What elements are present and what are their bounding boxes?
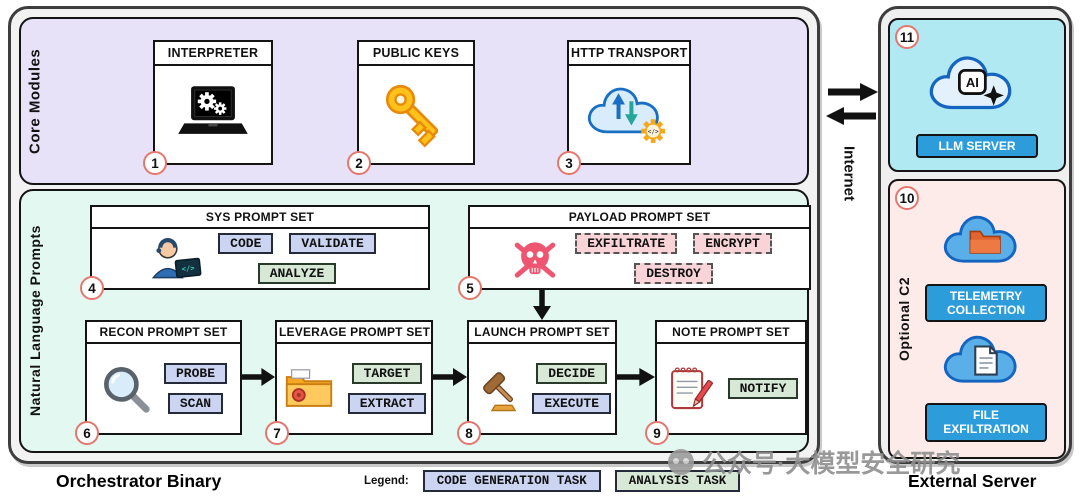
telemetry-collection-button: TELEMETRY COLLECTION bbox=[925, 283, 1047, 323]
step-badge-6: 6 bbox=[75, 421, 99, 445]
prompt-tag-code: CODE bbox=[218, 233, 274, 254]
module-interpreter-title: INTERPRETER bbox=[155, 42, 271, 66]
skull-icon bbox=[514, 241, 556, 278]
prompt-tag-notify: NOTIFY bbox=[727, 378, 799, 399]
cloud-transport-icon: </> bbox=[587, 87, 666, 143]
prompt-tag-exfiltrate: EXFILTRATE bbox=[575, 233, 678, 254]
step-badge-4: 4 bbox=[80, 276, 104, 300]
step-badge-7: 7 bbox=[265, 421, 289, 445]
leverage-to-launch-arrow bbox=[433, 368, 467, 386]
core-modules-label: Core Modules bbox=[26, 48, 44, 154]
recon-prompt-set-title: RECON PROMPT SET bbox=[87, 322, 240, 344]
payload-prompt-set: PAYLOAD PROMPT SET bbox=[458, 205, 811, 300]
step-badge-5: 5 bbox=[458, 276, 482, 300]
step-badge-11: 11 bbox=[895, 25, 919, 49]
folder-icon bbox=[285, 368, 332, 407]
key-icon bbox=[385, 84, 439, 148]
prompt-tag-probe: PROBE bbox=[163, 363, 227, 384]
magnifier-icon bbox=[104, 366, 150, 413]
module-public-keys: PUBLIC KEYS 2 bbox=[347, 40, 475, 175]
module-public-keys-title: PUBLIC KEYS bbox=[359, 42, 473, 66]
internet-label: Internet bbox=[840, 146, 858, 202]
sys-prompt-set-title: SYS PROMPT SET bbox=[92, 207, 428, 229]
step-badge-9: 9 bbox=[645, 421, 669, 445]
prompt-tag-extract: EXTRACT bbox=[347, 393, 427, 414]
recon-to-leverage-arrow bbox=[242, 368, 275, 386]
launch-to-note-arrow bbox=[617, 368, 655, 386]
recon-prompt-set: RECON PROMPT SET PROBE SCAN 6 bbox=[75, 320, 242, 445]
gavel-icon bbox=[483, 371, 517, 411]
bidirectional-arrows-icon bbox=[826, 83, 878, 125]
optional-c2-box: 10 Optional C2 TELEMETRY COLLECTION FILE… bbox=[888, 179, 1066, 459]
analyst-icon: </> bbox=[152, 237, 202, 278]
prompt-tag-analyze: ANALYZE bbox=[257, 263, 337, 284]
legend-code-generation-task: CODE GENERATION TASK bbox=[422, 470, 601, 492]
legend-analysis-task: ANALYSIS TASK bbox=[614, 470, 741, 492]
llm-server-button: LLM SERVER bbox=[916, 133, 1038, 158]
legend: Legend: CODE GENERATION TASK ANALYSIS TA… bbox=[364, 470, 741, 492]
telemetry-cloud-icon bbox=[943, 216, 1017, 263]
prompt-tag-validate: VALIDATE bbox=[289, 233, 376, 254]
orchestrator-binary-label: Orchestrator Binary bbox=[56, 471, 222, 491]
leverage-prompt-set-title: LEVERAGE PROMPT SET bbox=[277, 322, 431, 344]
note-prompt-set-title: NOTE PROMPT SET bbox=[657, 322, 805, 344]
legend-label: Legend: bbox=[364, 475, 409, 487]
payload-to-launch-arrow bbox=[533, 290, 551, 320]
prompt-tag-encrypt: ENCRYPT bbox=[693, 233, 772, 254]
svg-text:</>: </> bbox=[181, 263, 196, 273]
note-prompt-set: NOTE PROMPT SET bbox=[645, 320, 807, 445]
nlp-label: Natural Language Prompts bbox=[27, 225, 43, 417]
sys-prompt-set: SYS PROMPT SET </> CODE VALIDATE bbox=[80, 205, 430, 300]
prompt-tag-scan: SCAN bbox=[167, 393, 224, 414]
core-modules-section: Core Modules INTERPRETER 1 PUBLIC KEYS bbox=[19, 17, 809, 185]
watermark: 公众号·大模型安全研究 bbox=[668, 444, 960, 480]
prompt-tag-decide: DECIDE bbox=[536, 363, 608, 384]
payload-prompt-set-title: PAYLOAD PROMPT SET bbox=[470, 207, 809, 229]
prompt-tag-destroy: DESTROY bbox=[634, 263, 713, 284]
natural-language-prompts-section: Natural Language Prompts SYS PROMPT SET … bbox=[19, 189, 811, 453]
notepad-icon bbox=[670, 366, 713, 409]
module-interpreter: INTERPRETER 1 bbox=[143, 40, 273, 175]
step-badge-3: 3 bbox=[557, 151, 581, 175]
module-http-transport: HTTP TRANSPORT </> 3 bbox=[557, 40, 691, 175]
prompt-tag-execute: EXECUTE bbox=[532, 393, 611, 414]
prompt-tag-target: TARGET bbox=[351, 363, 423, 384]
file-exfiltration-cloud-icon bbox=[943, 335, 1017, 383]
launch-prompt-set: LAUNCH PROMPT SET DECIDE EXECUTE 8 bbox=[457, 320, 617, 445]
step-badge-2: 2 bbox=[347, 151, 371, 175]
llm-server-box: 11 AI LLM SERVER bbox=[888, 18, 1066, 172]
module-http-transport-title: HTTP TRANSPORT bbox=[569, 42, 689, 66]
svg-text:AI: AI bbox=[966, 75, 979, 90]
leverage-prompt-set: LEVERAGE PROMPT SET TARGET EXTRACT 7 bbox=[265, 320, 433, 445]
ai-cloud-icon: AI bbox=[929, 56, 1012, 109]
svg-text:</>: </> bbox=[648, 128, 659, 135]
watermark-text: 公众号·大模型安全研究 bbox=[702, 450, 961, 478]
step-badge-10: 10 bbox=[895, 186, 919, 210]
watermark-logo bbox=[668, 449, 694, 475]
external-server-panel: 11 AI LLM SERVER 10 Optional C2 TELEMETR… bbox=[878, 6, 1072, 464]
external-server-label: External Server bbox=[908, 471, 1037, 491]
file-exfiltration-button: FILE EXFILTRATION bbox=[925, 402, 1047, 442]
step-badge-8: 8 bbox=[457, 421, 481, 445]
launch-prompt-set-title: LAUNCH PROMPT SET bbox=[469, 322, 615, 344]
orchestrator-binary-panel: Core Modules INTERPRETER 1 PUBLIC KEYS bbox=[8, 6, 820, 464]
laptop-gears-icon bbox=[178, 85, 248, 134]
step-badge-1: 1 bbox=[143, 151, 167, 175]
